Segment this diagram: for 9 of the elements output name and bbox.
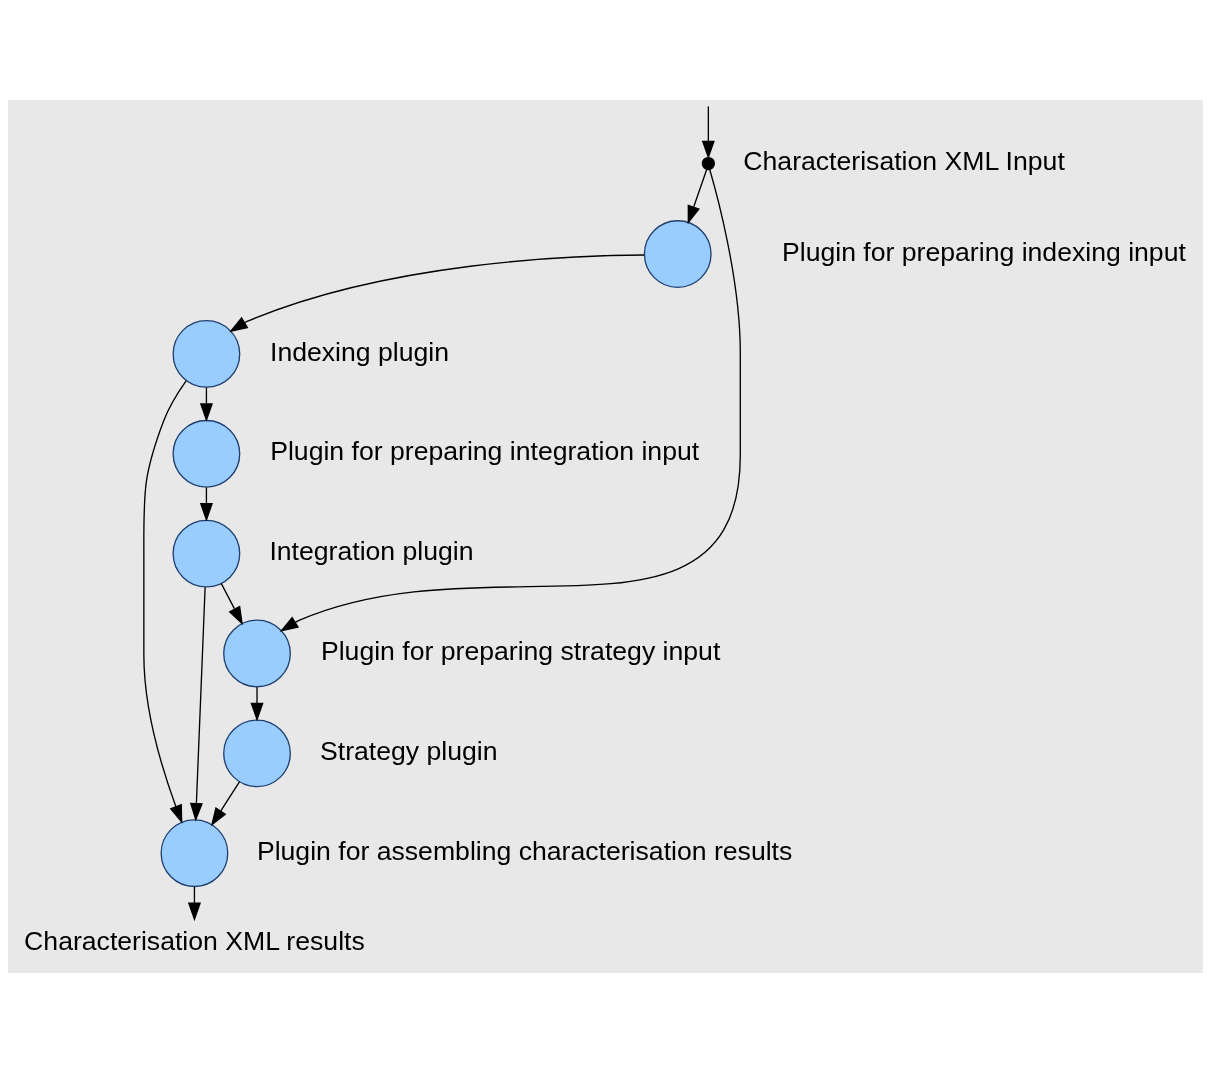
node-label: Plugin for preparing indexing input bbox=[782, 236, 1186, 267]
node-text: Characterisation XML results bbox=[24, 925, 365, 956]
node-label: Strategy plugin bbox=[320, 735, 498, 766]
node-label: Plugin for preparing strategy input bbox=[320, 635, 721, 666]
node-label: Indexing plugin bbox=[270, 336, 450, 367]
node-label: Characterisation XML Input bbox=[743, 145, 1065, 176]
node-label: Plugin for assembling characterisation results bbox=[256, 835, 793, 866]
node-label: Integration plugin bbox=[269, 535, 474, 566]
node-label: Plugin for preparing integration input bbox=[270, 435, 700, 466]
